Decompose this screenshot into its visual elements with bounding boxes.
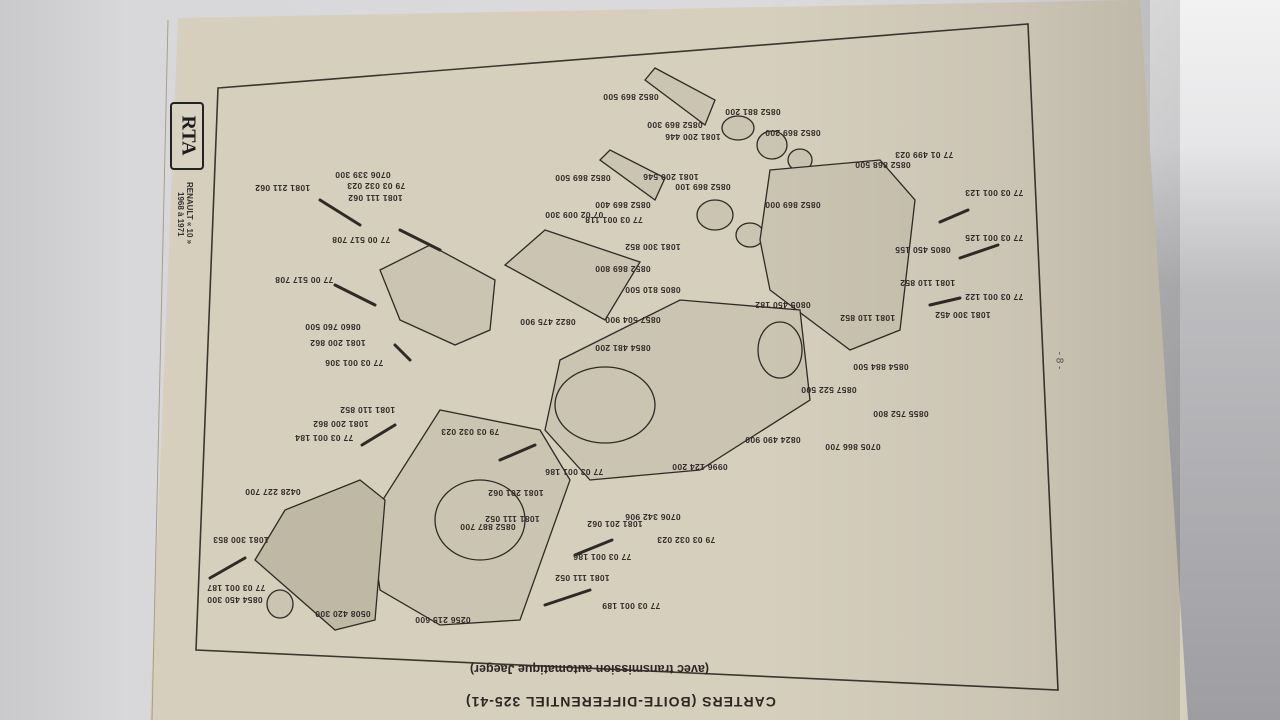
rta-badge-text: RTA: [177, 115, 200, 156]
case-bore: [554, 366, 656, 444]
part-number-label: 0857 522 500: [801, 385, 857, 395]
part-number-label: 0852 869 000: [765, 200, 821, 210]
diagram-subtitle: (avec transmission automatique Jaeger): [470, 662, 709, 676]
part-number-label: 0824 490 900: [745, 435, 801, 445]
part-number-label: 0805 450 182: [755, 300, 811, 310]
flange-part: [735, 222, 765, 248]
rta-badge: RTA: [170, 102, 204, 170]
ring-part: [756, 130, 788, 160]
part-number-label: 1081 201 062: [587, 519, 643, 529]
part-number-label: 0860 760 500: [305, 322, 361, 332]
shield-part: [254, 479, 386, 631]
part-number-label: 1081 110 852: [340, 405, 396, 415]
part-number-label: 1081 211 062: [255, 183, 311, 193]
part-number-label: 77 00 517 708: [332, 235, 391, 245]
part-number-label: 1081 201 062: [488, 488, 544, 498]
part-number-label: 77 00 517 708: [275, 275, 334, 285]
part-number-label: 0852 869 500: [555, 173, 611, 183]
part-number-label: 1081 300 852: [625, 242, 681, 252]
part-number-label: 1081 300 452: [935, 310, 991, 320]
part-number-label: 0854 481 200: [595, 343, 651, 353]
part-number-label: 77 03 001 125: [965, 233, 1024, 243]
part-number-label: 0852 869 800: [595, 264, 651, 274]
part-number-label: 1081 110 852: [900, 278, 956, 288]
diagram-title: CARTERS (BOITE-DIFFERENTIEL 325-41): [465, 694, 776, 710]
page-edge: [151, 19, 169, 720]
part-number-label: 1081 300 853: [213, 535, 269, 545]
case-bore: [434, 479, 526, 561]
page-number: - 8 -: [1053, 351, 1065, 370]
case-bore: [757, 321, 803, 379]
piston-part: [696, 199, 734, 231]
part-number-label: 0852 869 500: [603, 92, 659, 102]
part-number-label: 77 03 001 186: [545, 467, 604, 477]
part-number-label: 77 03 001 118: [585, 215, 643, 225]
header-years: 1968 à 1971: [176, 192, 185, 237]
part-number-label: 77 03 001 184: [295, 433, 354, 443]
page-frame: [195, 23, 1059, 691]
part-number-label: 77 03 001 123: [965, 188, 1024, 198]
bolt-shapes: [208, 198, 1000, 607]
part-number-label: 79 03 032 023: [347, 181, 406, 191]
header-model: RENAULT « 10 »: [185, 182, 194, 245]
part-number-label: 77 03 001 122: [965, 292, 1024, 302]
part-number-label: 77 03 001 186: [573, 552, 632, 562]
part-number-label: 77 03 001 189: [602, 601, 661, 611]
flange-part: [721, 115, 755, 141]
part-number-label: 0805 450 155: [895, 245, 951, 255]
part-number-label: 0852 869 300: [647, 120, 703, 130]
part-number-label: 0706 339 300: [335, 170, 391, 180]
part-number-label: 1081 200 862: [313, 419, 369, 429]
gearbox-case-part: [544, 299, 811, 481]
part-number-label: 77 03 001 187: [207, 583, 266, 593]
part-shapes: [254, 67, 916, 631]
bellows-part: [599, 149, 666, 201]
part-number-label: 0855 752 800: [873, 409, 929, 419]
part-number-label: 0852 869 400: [595, 200, 651, 210]
part-number-label: 0852 869 100: [675, 182, 731, 192]
part-number-label: 1081 200 546: [643, 172, 699, 182]
cover-plate-part: [503, 229, 641, 321]
part-number-label: 0854 884 500: [853, 362, 909, 372]
part-number-label: 1081 200 862: [310, 338, 366, 348]
seal-part: [266, 589, 294, 619]
part-number-label: 0854 450 300: [207, 595, 263, 605]
part-number-label: 0852 887 700: [460, 522, 516, 532]
part-number-label: 1081 110 852: [840, 313, 896, 323]
part-number-label: 77 03 001 306: [325, 358, 384, 368]
part-number-label: 0857 504 900: [605, 315, 661, 325]
part-number-label: 0996 124 200: [672, 462, 728, 472]
part-number-label: 0508 420 300: [315, 609, 371, 619]
part-number-label: 79 03 032 023: [441, 427, 500, 437]
part-number-label: 0822 475 900: [520, 317, 576, 327]
part-number-label: 77 01 499 023: [895, 150, 954, 160]
part-number-label: 1081 111 052: [555, 573, 610, 583]
differential-case-part: [369, 409, 571, 626]
part-number-label: 0428 227 700: [245, 487, 301, 497]
part-number-label: 0852 868 500: [855, 160, 911, 170]
part-number-label: 1081 200 446: [665, 132, 721, 142]
valve-body-part: [759, 159, 916, 351]
part-number-label: 0705 866 700: [825, 442, 881, 452]
part-number-label: 0852 869 200: [765, 128, 821, 138]
part-number-label: 79 03 032 023: [657, 535, 716, 545]
part-number-label: 0805 810 500: [625, 285, 681, 295]
part-number-label: 0256 215 600: [415, 615, 471, 625]
part-number-label: 1081 111 062: [348, 193, 403, 203]
part-number-label: 0852 881 200: [725, 107, 781, 117]
bellows-part: [644, 67, 716, 127]
